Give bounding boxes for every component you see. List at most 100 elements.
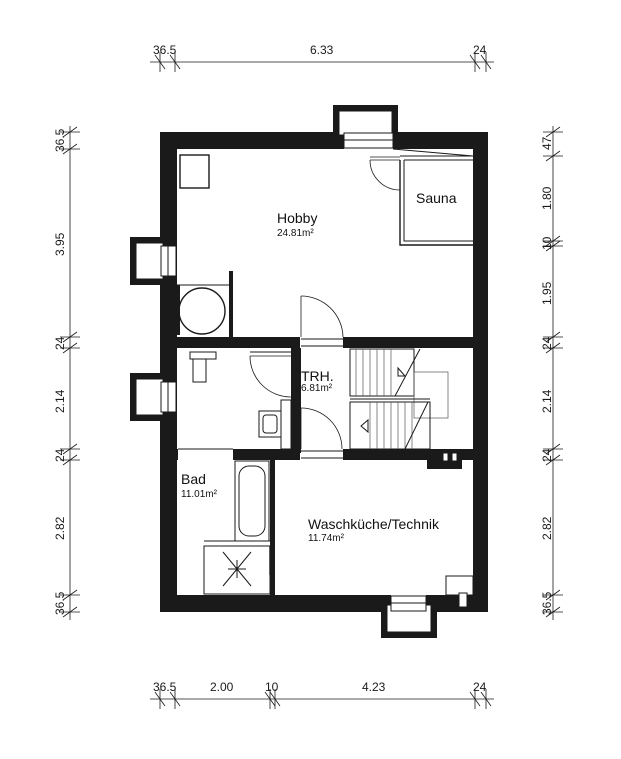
outer-wall-left (160, 132, 177, 612)
room-name-bad: Bad (181, 471, 206, 487)
shaft-opening-2 (451, 452, 458, 462)
staircase (300, 348, 449, 459)
stair-diagonal-upper (394, 348, 421, 397)
inner-wall-bad-wasch (270, 460, 275, 596)
dim-left-4: 2.14 (53, 389, 67, 413)
shaft-opening-1 (442, 452, 449, 462)
dim-right-5: 24 (540, 336, 554, 350)
dim-tick (62, 606, 78, 618)
room-labels: Hobby 24.81m² Sauna TRH. 6.81m² Bad 11.0… (181, 190, 457, 544)
dim-tick (545, 443, 561, 455)
bathtub-inner (238, 465, 266, 537)
toilet-tank (189, 351, 217, 360)
inner-wall-lower-right (343, 449, 427, 460)
inner-wall-lower-end (462, 449, 488, 460)
outer-wall-top-right (393, 132, 488, 149)
outer-wall-top-left (160, 132, 344, 149)
dim-right-7: 24 (540, 448, 554, 462)
inner-wall-hobby-right (343, 337, 488, 348)
stair-arrow-down (360, 418, 369, 434)
outer-wall-right (473, 132, 488, 612)
dimension-left: 36.5 3.95 24 2.14 24 2.82 36.5 (53, 126, 80, 620)
dimension-bottom: 36.5 2.00 10 4.23 24 (150, 680, 494, 709)
dim-bottom-5: 24 (473, 680, 487, 694)
hobby-fixtures (177, 148, 474, 347)
bad-wall-stub (280, 399, 292, 450)
dim-top-2: 6.33 (310, 43, 334, 57)
lightwell-top-inner (338, 110, 393, 136)
lightwell-left-upper-inner (135, 242, 164, 280)
room-area-hobby: 24.81m² (277, 228, 314, 239)
dim-tick (62, 126, 78, 138)
dim-tick (62, 443, 78, 455)
sauna-door-swing (369, 159, 401, 191)
inner-wall-hobby-left (160, 337, 300, 348)
hobby-partition (229, 271, 233, 337)
room-name-hobby: Hobby (277, 210, 317, 226)
dim-bottom-2: 2.00 (210, 680, 234, 694)
dim-right-9: 36.5 (540, 591, 554, 615)
room-area-waschkueche: 11.74m² (308, 533, 345, 544)
technik-unit (445, 575, 474, 596)
stair-diagonal-lower (404, 401, 429, 450)
hobby-door-swing (300, 295, 344, 338)
dim-right-3: 10 (540, 236, 554, 250)
dim-top-1: 36.5 (153, 43, 177, 57)
dim-tick (545, 235, 561, 247)
dim-left-1: 36.5 (53, 128, 67, 152)
room-area-trh: 6.81m² (301, 383, 333, 394)
outer-wall-bottom-left (160, 595, 391, 612)
dim-tick (62, 331, 78, 343)
dim-tick (62, 143, 78, 155)
hobby-shaft-box (179, 154, 210, 189)
dim-right-8: 2.82 (540, 516, 554, 540)
dim-right-6: 2.14 (540, 389, 554, 413)
dim-left-7: 36.5 (53, 591, 67, 615)
room-name-trh: TRH. (301, 368, 334, 384)
lightwell-left-lower-inner (135, 378, 164, 416)
dim-tick (545, 150, 561, 162)
windows (130, 105, 437, 638)
dim-tick (545, 126, 561, 138)
inner-wall-bad-trh (291, 348, 301, 453)
dim-bottom-3: 10 (265, 680, 279, 694)
dim-tick (545, 589, 561, 601)
round-tub (178, 287, 226, 335)
dim-bottom-4: 4.23 (362, 680, 386, 694)
dim-top-3: 24 (473, 43, 487, 57)
outer-wall-bottom-right (426, 595, 488, 612)
bathtub (234, 460, 270, 542)
dim-tick (62, 342, 78, 354)
room-name-sauna: Sauna (416, 190, 457, 206)
dim-tick (545, 240, 561, 252)
technik-pipe (458, 592, 468, 608)
dim-tick (545, 331, 561, 343)
dim-right-4: 1.95 (540, 281, 554, 305)
room-name-waschkueche: Waschküche/Technik (308, 516, 440, 532)
dim-tick (545, 342, 561, 354)
bad-door-swing (249, 355, 292, 398)
dim-bottom-1: 36.5 (153, 680, 177, 694)
sauna-inner (403, 160, 473, 242)
inner-wall-lower-left (160, 449, 178, 460)
walls (160, 132, 488, 612)
trh-door-swing (300, 407, 343, 450)
dimension-right: 47 1.80 10 1.95 24 2.14 24 2.82 36.5 (540, 126, 563, 620)
dim-left-5: 24 (53, 448, 67, 462)
stair-arrow-up (397, 366, 407, 377)
dimension-top: 36.5 6.33 24 (150, 43, 494, 72)
dim-tick (545, 606, 561, 618)
room-area-bad: 11.01m² (181, 489, 218, 500)
stair-lower-run (349, 401, 431, 450)
dim-right-2: 1.80 (540, 186, 554, 210)
sauna-outer (399, 160, 473, 246)
dim-tick (62, 589, 78, 601)
dim-left-6: 2.82 (53, 516, 67, 540)
dim-left-2: 3.95 (53, 232, 67, 256)
dim-left-3: 24 (53, 336, 67, 350)
waschkueche-fixtures (445, 575, 474, 608)
dim-tick (545, 454, 561, 466)
stair-upper-run (349, 348, 415, 397)
bad-fixtures (178, 351, 292, 595)
